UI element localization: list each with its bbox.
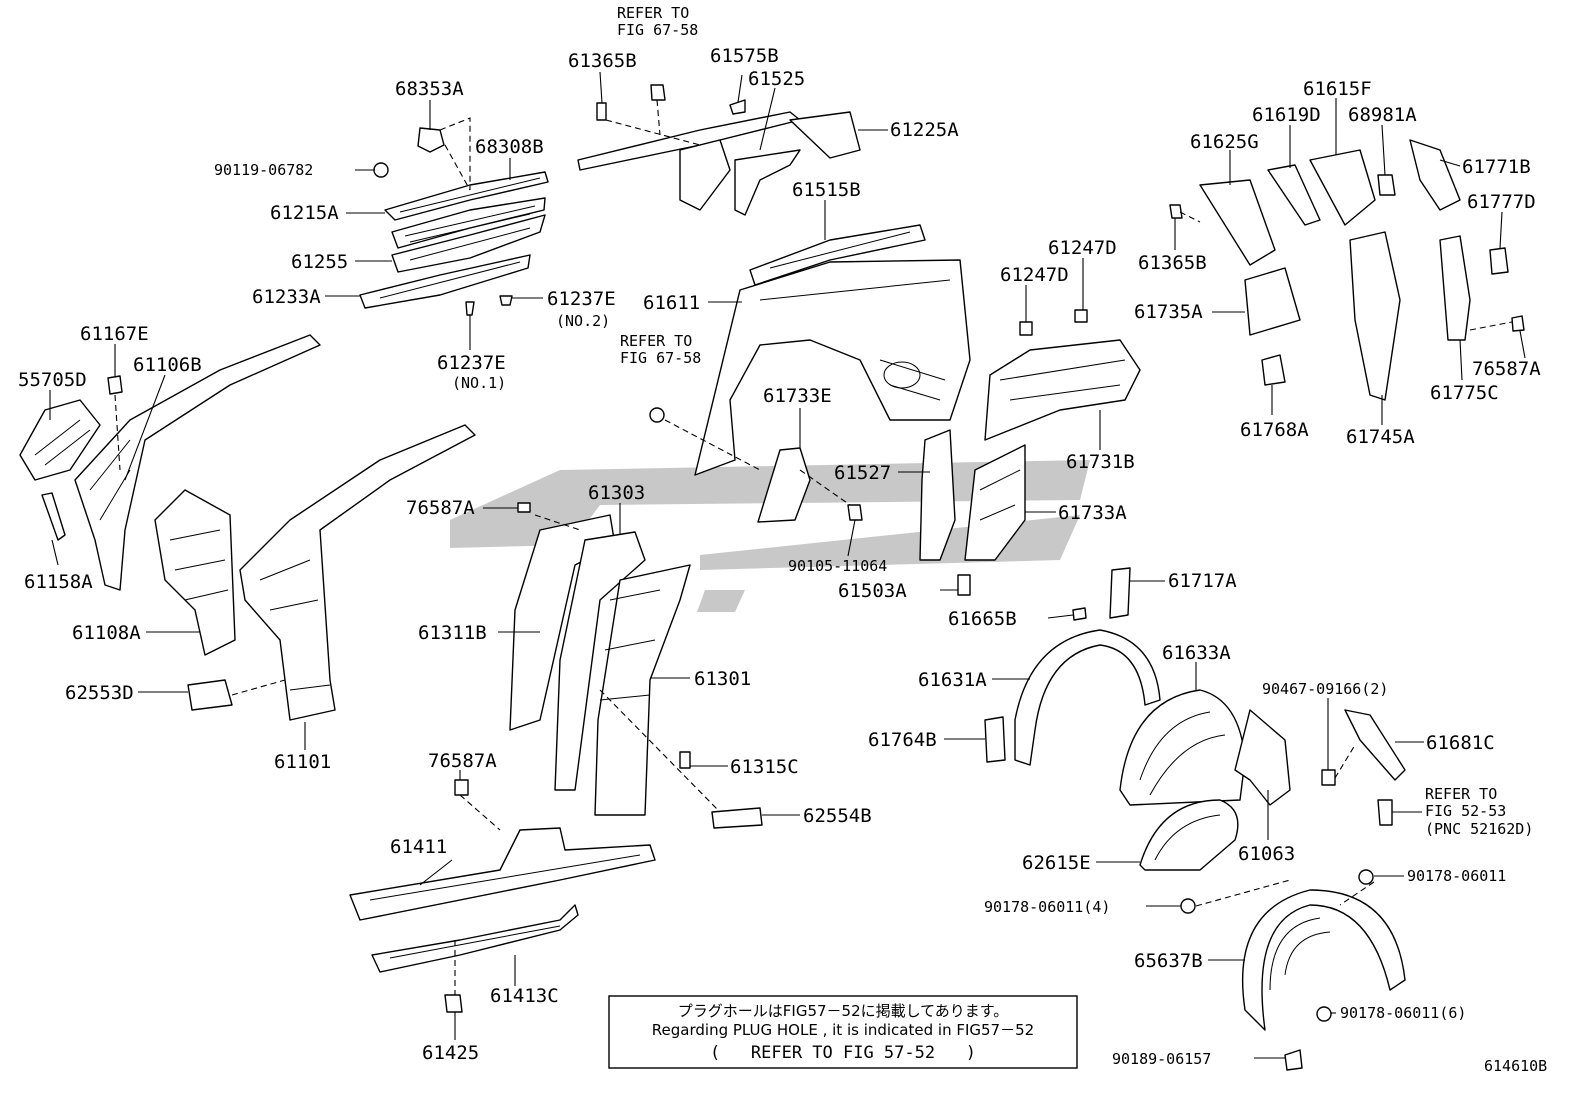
label-61745A: 61745A — [1346, 426, 1415, 448]
label-61237E-no1: 61237E — [437, 352, 506, 374]
inner-quarter-parts — [964, 309, 1141, 561]
label-68981A: 68981A — [1348, 104, 1417, 126]
label-61503A: 61503A — [838, 580, 907, 602]
part-labels: 68353A 90119-06782 68308B 61215A 61255 6… — [18, 4, 1547, 1075]
label-refer3-c: (PNC 52162D) — [1425, 820, 1533, 838]
label-61063: 61063 — [1238, 843, 1295, 865]
label-68308B: 68308B — [475, 136, 544, 158]
label-61108A: 61108A — [72, 622, 141, 644]
label-61237E-no1-sub: (NO.1) — [452, 374, 506, 392]
label-90189-06157: 90189-06157 — [1112, 1050, 1211, 1068]
label-61775C: 61775C — [1430, 382, 1499, 404]
a-pillar-parts — [19, 334, 476, 721]
label-61735A: 61735A — [1134, 301, 1203, 323]
leader-lines — [49, 71, 1526, 1059]
center-pillar-parts — [509, 502, 763, 829]
label-61101: 61101 — [274, 751, 331, 773]
label-61777D: 61777D — [1467, 191, 1536, 213]
label-61106B: 61106B — [133, 354, 202, 376]
label-refer2-a: REFER TO — [620, 332, 692, 350]
label-61525: 61525 — [748, 68, 805, 90]
label-68353A: 68353A — [395, 78, 464, 100]
label-61633A: 61633A — [1162, 642, 1231, 664]
label-61681C: 61681C — [1426, 732, 1495, 754]
note-line-en: Regarding PLUG HOLE , it is indicated in… — [652, 1021, 1034, 1039]
label-61764B: 61764B — [868, 729, 937, 751]
label-61515B: 61515B — [792, 179, 861, 201]
label-61215A: 61215A — [270, 202, 339, 224]
label-90105-11064: 90105-11064 — [788, 557, 887, 575]
label-61413C: 61413C — [490, 985, 559, 1007]
label-55705D: 55705D — [18, 369, 87, 391]
label-61411: 61411 — [390, 836, 447, 858]
label-62553D: 62553D — [65, 682, 134, 704]
label-61301: 61301 — [694, 668, 751, 690]
label-refer3-a: REFER TO — [1425, 785, 1497, 803]
label-refer1-b: FIG 67-58 — [617, 21, 698, 39]
label-61731B: 61731B — [1066, 451, 1135, 473]
quarter-panel-parts — [649, 224, 971, 596]
note-line-refer: ( REFER TO FIG 57-52 ) — [710, 1043, 976, 1063]
label-61247D-1: 61247D — [1000, 264, 1069, 286]
label-76587A-2: 76587A — [428, 750, 497, 772]
label-90178-06011: 90178-06011 — [1407, 867, 1506, 885]
plug-hole-note: プラグホールはFIG57－52に掲載してあります。 Regarding PLUG… — [608, 995, 1078, 1069]
label-76587A-3: 76587A — [1472, 358, 1541, 380]
rear-inner-parts — [1169, 139, 1525, 401]
label-refer3-b: FIG 52-53 — [1425, 802, 1506, 820]
label-61425: 61425 — [422, 1042, 479, 1064]
label-90178-06011-6: 90178-06011(6) — [1340, 1004, 1466, 1022]
roof-side-rail-parts — [577, 84, 861, 216]
label-61733A: 61733A — [1058, 502, 1127, 524]
label-61315C: 61315C — [730, 756, 799, 778]
label-61733E: 61733E — [763, 385, 832, 407]
label-62554B: 62554B — [803, 805, 872, 827]
label-61768A: 61768A — [1240, 419, 1309, 441]
label-61237E-no2-sub: (NO.2) — [556, 312, 610, 330]
label-refer2-b: FIG 67-58 — [620, 349, 701, 367]
roof-rail-parts — [359, 127, 549, 316]
note-box — [608, 995, 1078, 1069]
label-61365B-a: 61365B — [568, 50, 637, 72]
wheel-house-parts — [984, 567, 1406, 1071]
label-61311B: 61311B — [418, 622, 487, 644]
label-62615E: 62615E — [1022, 852, 1091, 874]
label-90178-06011-4: 90178-06011(4) — [984, 898, 1110, 916]
label-90119-06782: 90119-06782 — [214, 161, 313, 179]
label-61247D-2: 61247D — [1048, 237, 1117, 259]
label-61619D: 61619D — [1252, 104, 1321, 126]
label-61615F: 61615F — [1303, 78, 1372, 100]
label-61611: 61611 — [643, 292, 700, 314]
label-61625G: 61625G — [1190, 131, 1259, 153]
label-61631A: 61631A — [918, 669, 987, 691]
label-61575B: 61575B — [710, 45, 779, 67]
label-76587A-1: 76587A — [406, 497, 475, 519]
label-61303: 61303 — [588, 482, 645, 504]
label-65637B: 65637B — [1134, 950, 1203, 972]
label-61167E: 61167E — [80, 323, 149, 345]
label-61665B: 61665B — [948, 608, 1017, 630]
label-61717A: 61717A — [1168, 570, 1237, 592]
label-61237E-no2: 61237E — [547, 288, 616, 310]
label-61225A: 61225A — [890, 119, 959, 141]
rocker-panel-parts — [349, 779, 656, 1013]
label-61527: 61527 — [834, 462, 891, 484]
label-61365B-b: 61365B — [1138, 252, 1207, 274]
label-61158A: 61158A — [24, 571, 93, 593]
label-61233A: 61233A — [252, 286, 321, 308]
label-refer1-a: REFER TO — [617, 4, 689, 22]
label-61255: 61255 — [291, 251, 348, 273]
note-line-jp: プラグホールはFIG57－52に掲載してあります。 — [678, 1002, 1008, 1020]
figure-id: 614610B — [1484, 1057, 1547, 1075]
label-61771B: 61771B — [1462, 156, 1531, 178]
label-90467-09166: 90467-09166(2) — [1262, 680, 1388, 698]
